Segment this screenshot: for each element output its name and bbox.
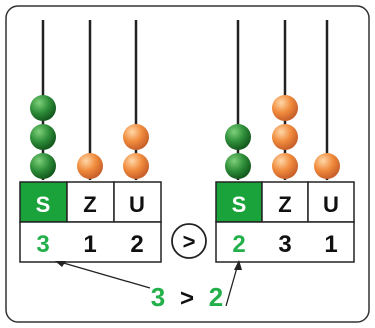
right-header-u: U [323, 192, 339, 217]
left-abacus-beads [30, 95, 149, 179]
right-abacus-beads [225, 95, 340, 179]
comparison-symbol: > [183, 229, 196, 254]
right-header-z-cell [261, 181, 309, 223]
left-header-u: U [129, 192, 145, 217]
pointer-arrows [55, 260, 242, 307]
comparison-circle: > [171, 223, 207, 259]
right-digit-u: 1 [324, 231, 337, 258]
left-pointer-arrowhead [55, 261, 66, 267]
right-header-s: S [232, 192, 247, 217]
left-bead-u-1 [123, 153, 149, 179]
bottom-operator: > [180, 285, 194, 312]
left-digit-s: 3 [36, 231, 49, 258]
right-digit-row [215, 221, 355, 263]
right-bead-z-3 [272, 95, 298, 121]
left-place-value-table: S Z U 3 1 2 [19, 181, 162, 263]
left-bead-s-2 [30, 124, 56, 150]
right-pointer-arrowhead [234, 260, 242, 270]
right-digit-s: 2 [232, 231, 245, 258]
comparison-circle-outline [171, 223, 207, 259]
bottom-right-number: 2 [209, 282, 223, 312]
right-bead-z-1 [272, 153, 298, 179]
left-header-z: Z [83, 192, 96, 217]
right-digit-z: 3 [278, 231, 291, 258]
left-digit-u: 2 [130, 231, 143, 258]
left-digit-z: 1 [83, 231, 96, 258]
left-header-s: S [36, 192, 51, 217]
bottom-left-number: 3 [151, 282, 165, 312]
left-bead-z-1 [77, 153, 103, 179]
left-bead-s-1 [30, 153, 56, 179]
left-digit-row [19, 221, 162, 263]
right-bead-u-1 [314, 153, 340, 179]
bottom-comparison-expression: 3 > 2 [151, 282, 223, 312]
left-bead-s-3 [30, 95, 56, 121]
right-bead-s-1 [225, 153, 251, 179]
right-header-z: Z [278, 192, 291, 217]
right-header-u-cell [307, 181, 355, 223]
left-bead-u-2 [123, 124, 149, 150]
right-place-value-table: S Z U 2 3 1 [215, 181, 355, 263]
right-bead-z-2 [272, 124, 298, 150]
right-pointer-line [225, 263, 239, 307]
right-bead-s-2 [225, 124, 251, 150]
left-pointer-line [59, 261, 151, 289]
